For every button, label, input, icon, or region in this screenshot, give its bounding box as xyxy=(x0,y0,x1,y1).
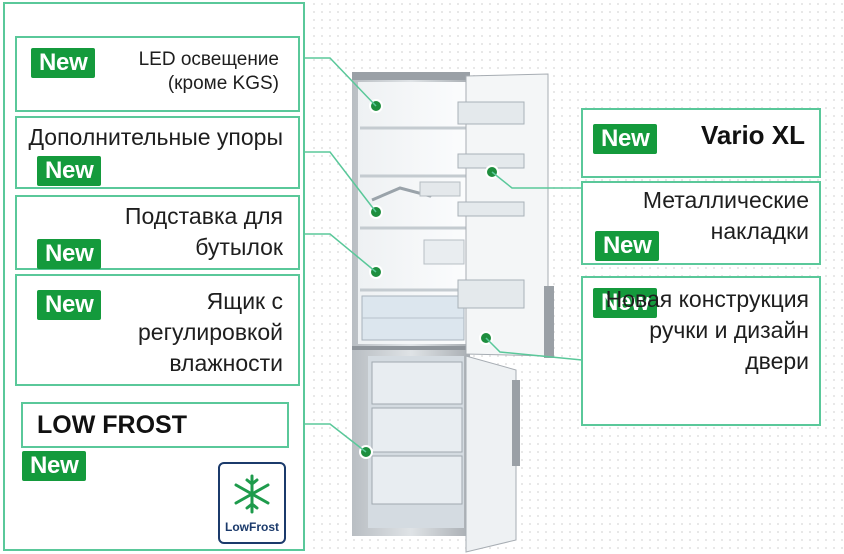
feature-stops-text: Дополнительные упоры xyxy=(28,124,283,150)
feature-bottle-box: Подставка для бутылок New xyxy=(15,195,300,270)
new-badge: New xyxy=(31,48,96,78)
new-badge: New xyxy=(37,239,102,269)
feature-drawer-box: New Ящик с регулировкой влажности xyxy=(15,274,300,386)
snowflake-icon xyxy=(234,474,270,514)
fridge-shelves xyxy=(360,126,466,292)
feature-metal-box: Металлические накладки New xyxy=(581,181,821,265)
new-badge: New xyxy=(593,288,658,318)
lowfrost-logo-label: LowFrost xyxy=(225,520,279,534)
feature-vario-text: Vario XL xyxy=(700,120,805,150)
feature-bottle-text: Подставка для бутылок xyxy=(124,203,283,260)
door-handle xyxy=(544,286,554,358)
feature-vario-box: New Vario XL xyxy=(581,108,821,178)
new-badge: New xyxy=(37,290,102,320)
new-badge: New xyxy=(593,124,658,154)
feature-handle-text: Новая конструкция ручки и дизайн двери xyxy=(605,286,809,374)
lowfrost-logo: LowFrost xyxy=(218,462,286,544)
feature-handle-box: New Новая конструкция ручки и дизайн две… xyxy=(581,276,821,426)
feature-drawer-text: Ящик с регулировкой влажности xyxy=(138,288,283,376)
feature-lowfrost-text: LOW FROST xyxy=(37,411,187,439)
feature-stops-box: Дополнительные упоры New xyxy=(15,116,300,189)
feature-led-text: LED освещение (кроме KGS) xyxy=(138,49,279,94)
freezer-door xyxy=(465,355,517,553)
feature-lowfrost-box: LOW FROST xyxy=(21,402,289,448)
feature-metal-text: Металлические накладки xyxy=(642,187,809,244)
feature-led-box: New LED освещение (кроме KGS) xyxy=(15,36,300,112)
new-badge: New xyxy=(22,451,87,481)
new-badge: New xyxy=(37,156,102,186)
new-badge: New xyxy=(595,231,660,261)
